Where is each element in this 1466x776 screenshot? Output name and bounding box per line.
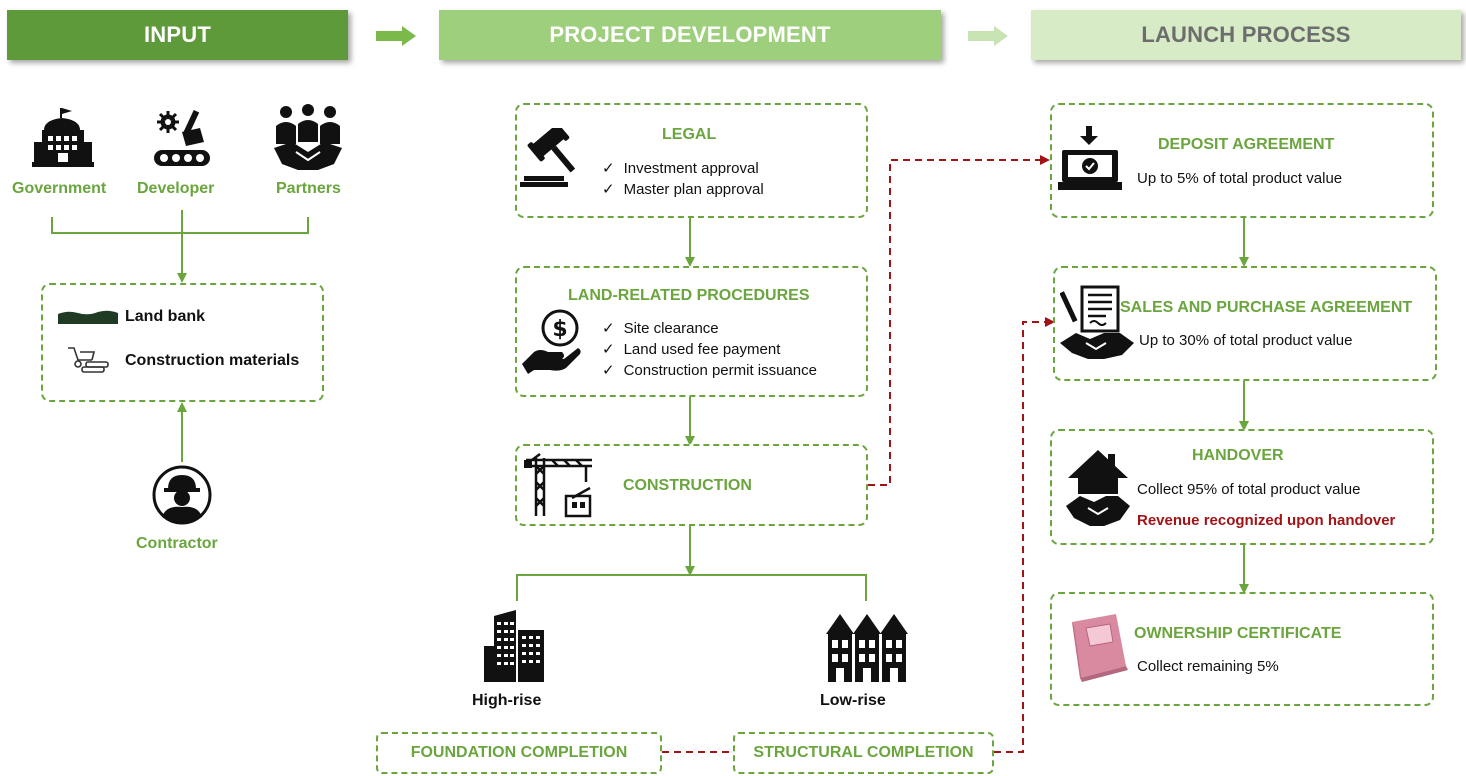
svg-text:$: $ xyxy=(552,317,567,342)
low-rise-label: Low-rise xyxy=(820,692,886,709)
foundation-completion-box xyxy=(376,732,662,774)
header-arrow-1 xyxy=(376,26,416,46)
deposit-cash-icon xyxy=(1058,126,1122,190)
actor-partners-label: Partners xyxy=(276,180,341,197)
land-procedures-title: LAND-RELATED PROCEDURES xyxy=(568,287,810,304)
low-rise-townhouse-icon xyxy=(826,614,908,682)
money-hand-icon: $ xyxy=(522,309,581,374)
gavel-icon xyxy=(520,128,576,187)
header-input: INPUT xyxy=(7,10,348,60)
sales-purchase-agreement-title: SALES AND PURCHASE AGREEMENT xyxy=(1120,299,1413,316)
ownership-certificate-text: Collect remaining 5% xyxy=(1137,658,1279,675)
construction-box xyxy=(515,444,868,526)
land-bank-label: Land bank xyxy=(125,308,206,325)
construction-title: CONSTRUCTION xyxy=(623,477,752,494)
crane-icon xyxy=(524,453,592,518)
structural-completion-box xyxy=(733,732,994,774)
handover-text: Collect 95% of total product value xyxy=(1137,481,1361,498)
contract-handshake-icon xyxy=(1060,285,1134,359)
deposit-agreement-text: Up to 5% of total product value xyxy=(1137,170,1343,187)
deposit-agreement-title: DEPOSIT AGREEMENT xyxy=(1158,136,1335,153)
foundation-completion-label: FOUNDATION COMPLETION xyxy=(410,744,628,761)
revenue-recognition-note: Revenue recognized upon handover xyxy=(1137,512,1396,529)
resources-box xyxy=(41,283,324,402)
legal-title: LEGAL xyxy=(662,126,717,143)
sales-purchase-agreement-text: Up to 30% of total product value xyxy=(1139,332,1353,349)
contractor-helmet-icon xyxy=(152,465,212,525)
partners-handshake-icon xyxy=(274,104,342,170)
high-rise-label: High-rise xyxy=(472,692,542,709)
land-procedures-item: Construction permit issuance xyxy=(602,361,817,379)
actor-government-label: Government xyxy=(12,180,107,197)
construction-materials-label: Construction materials xyxy=(125,352,300,369)
legal-item: Master plan approval xyxy=(602,180,764,198)
land-bank-icon xyxy=(58,310,118,324)
ownership-certificate-book-icon xyxy=(1072,614,1128,682)
land-procedures-item: Land used fee payment xyxy=(602,340,781,358)
header-project-development: PROJECT DEVELOPMENT xyxy=(439,10,941,60)
legal-item: Investment approval xyxy=(602,159,759,177)
contractor-label: Contractor xyxy=(136,535,218,552)
land-procedures-item: Site clearance xyxy=(602,319,719,337)
header-launch-process: LAUNCH PROCESS xyxy=(1031,10,1461,60)
handover-title: HANDOVER xyxy=(1192,447,1284,464)
actor-developer-label: Developer xyxy=(137,180,215,197)
structural-completion-label: STRUCTURAL COMPLETION xyxy=(753,744,974,761)
high-rise-building-icon xyxy=(484,610,544,682)
header-arrow-2 xyxy=(968,26,1008,46)
house-handshake-icon xyxy=(1066,450,1130,526)
ownership-certificate-title: OWNERSHIP CERTIFICATE xyxy=(1134,625,1342,642)
construction-materials-icon xyxy=(68,347,109,373)
government-building-icon xyxy=(32,108,94,167)
developer-conveyor-icon xyxy=(154,109,210,166)
